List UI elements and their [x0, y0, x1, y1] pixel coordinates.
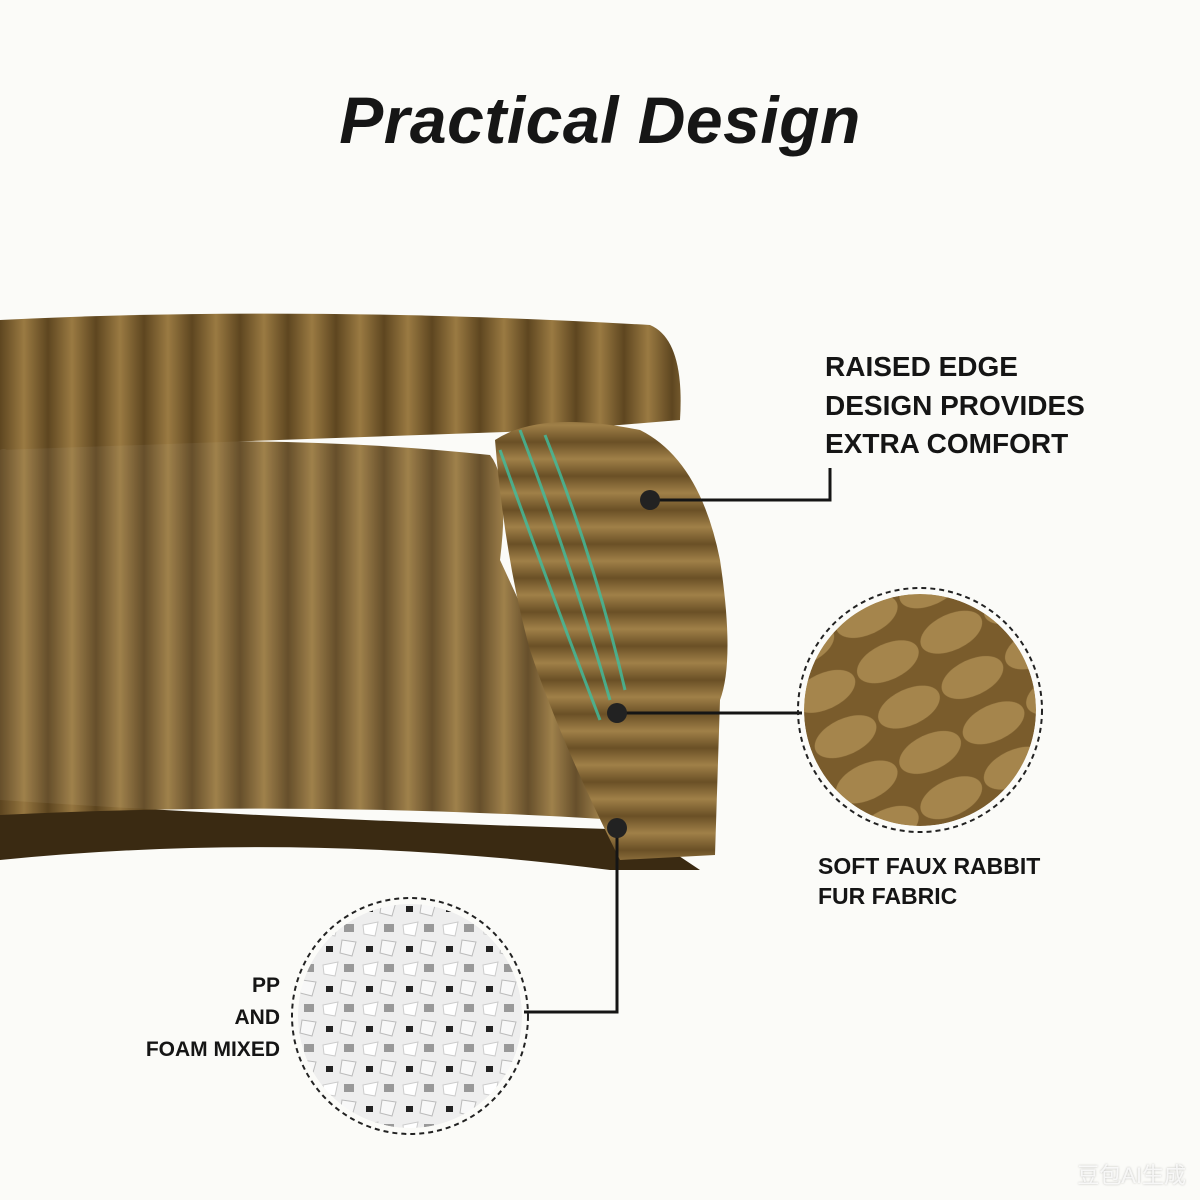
sofa-seat	[0, 441, 620, 820]
callout-line-text: RAISED EDGE	[825, 351, 1018, 382]
callout-dot	[640, 490, 660, 510]
callout-line-text: EXTRA COMFORT	[825, 428, 1069, 459]
callout-filling: PP AND FOAM MIXED	[80, 970, 280, 1066]
callout-line-text: FUR FABRIC	[818, 883, 958, 909]
page-title: Practical Design	[339, 83, 861, 157]
watermark: 豆包AI生成	[1077, 1163, 1186, 1188]
callout-dot	[607, 818, 627, 838]
callout-line-text: SOFT FAUX RABBIT	[818, 853, 1041, 879]
callout-line-text: PP	[251, 974, 280, 997]
callout-dot	[607, 703, 627, 723]
callout-raised-edge: RAISED EDGE DESIGN PROVIDES EXTRA COMFOR…	[825, 348, 1085, 464]
foam-detail-circle	[291, 897, 529, 1135]
callout-line-text: AND	[234, 1006, 281, 1029]
callout-line-text: FOAM MIXED	[145, 1038, 280, 1061]
sofa-base	[0, 800, 700, 870]
callout-line-raised-edge	[650, 468, 832, 502]
comfort-wave-icon	[498, 429, 627, 721]
callout-fabric: SOFT FAUX RABBIT FUR FABRIC	[818, 851, 1040, 911]
sofa-armrest	[495, 422, 728, 860]
fabric-detail-circle	[797, 587, 1043, 833]
sofa-backrest	[0, 313, 681, 450]
callout-line-filling	[524, 828, 619, 1014]
callout-line-text: DESIGN PROVIDES	[825, 389, 1085, 421]
